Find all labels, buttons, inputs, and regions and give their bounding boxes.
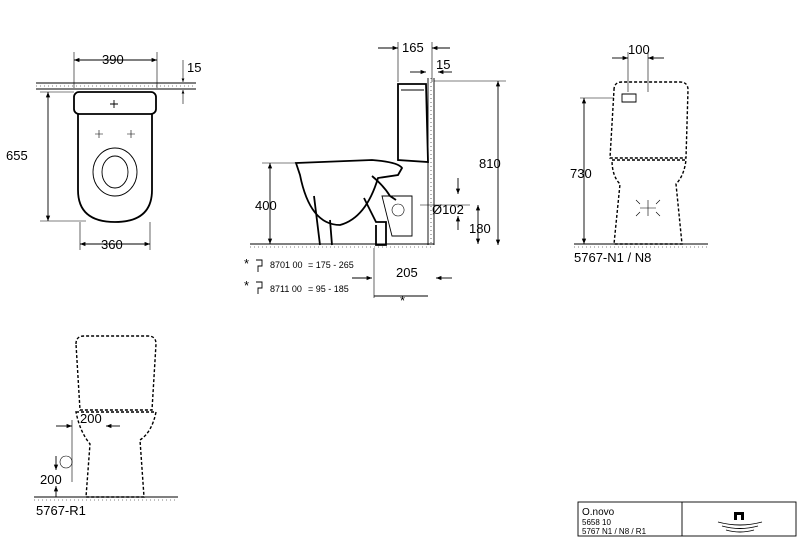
cistern-outline [73, 91, 157, 115]
note1-range: = 175 - 265 [308, 260, 354, 270]
note2-mark: * [244, 278, 249, 293]
dim-base-label: 360 [101, 237, 123, 252]
rear-model-label: 5767-R1 [36, 503, 86, 518]
note2-range: = 95 - 185 [308, 284, 349, 294]
dim-top-a-label: 165 [402, 40, 424, 55]
title-block: O.novo 5658 10 5767 N1 / N8 / R1 [577, 501, 797, 537]
title-variants: 5767 N1 / N8 / R1 [582, 527, 647, 536]
dim-offset-label: 205 [396, 265, 418, 280]
dim-front-top-label: 100 [628, 42, 650, 57]
front-model-label: 5767-N1 / N8 [574, 250, 651, 265]
outlet-trap-outline [363, 197, 387, 246]
front-cistern-outline [609, 81, 689, 159]
note2-code: 8711 00 [270, 284, 302, 294]
side-cistern-outline [397, 83, 429, 163]
front-button-icon [621, 93, 637, 103]
pedestal-outline [313, 195, 333, 246]
side-bowl-outline [294, 159, 404, 226]
bowl-outline [77, 114, 153, 223]
note1-mark: * [244, 256, 249, 271]
rear-cistern-outline [75, 335, 157, 411]
title-number: 5658 10 [582, 518, 611, 527]
dim-outlet-label: 180 [469, 221, 491, 236]
note1-code: 8701 00 [270, 260, 303, 270]
top-view: 390 15 655 360 [6, 52, 201, 252]
rear-outlet-icon [59, 455, 73, 469]
note1-connector-icon [256, 259, 263, 272]
dim-rear-offset-label: 200 [80, 411, 102, 426]
dim-height-label: 810 [479, 156, 501, 171]
flush-button-icon [110, 100, 118, 108]
front-fixing-icon [635, 199, 661, 217]
dim-rear-height-label: 200 [40, 472, 62, 487]
fixing-point-icons [95, 130, 135, 138]
connector-outline [381, 195, 413, 237]
front-bowl-outline [611, 159, 687, 245]
dim-length-label: 655 [6, 148, 28, 163]
side-view: 165 15 810 400 Ø10 [244, 40, 506, 308]
front-view: 100 730 5767-N1 / N8 [570, 42, 708, 265]
rear-view: 200 200 5767-R1 [34, 335, 178, 518]
toilet-floor-symbol-icon [717, 512, 763, 533]
title-product: O.novo [582, 507, 615, 518]
dim-seat-label: 400 [255, 198, 277, 213]
dim-pipe-label: Ø102 [432, 202, 464, 217]
dim-width-label: 390 [102, 52, 124, 67]
dim-star-label: * [400, 293, 405, 308]
note2-connector-icon [256, 281, 263, 294]
dim-cover-label: 15 [187, 60, 201, 75]
dim-front-height-label: 730 [570, 166, 592, 181]
dim-top-b-label: 15 [436, 57, 450, 72]
